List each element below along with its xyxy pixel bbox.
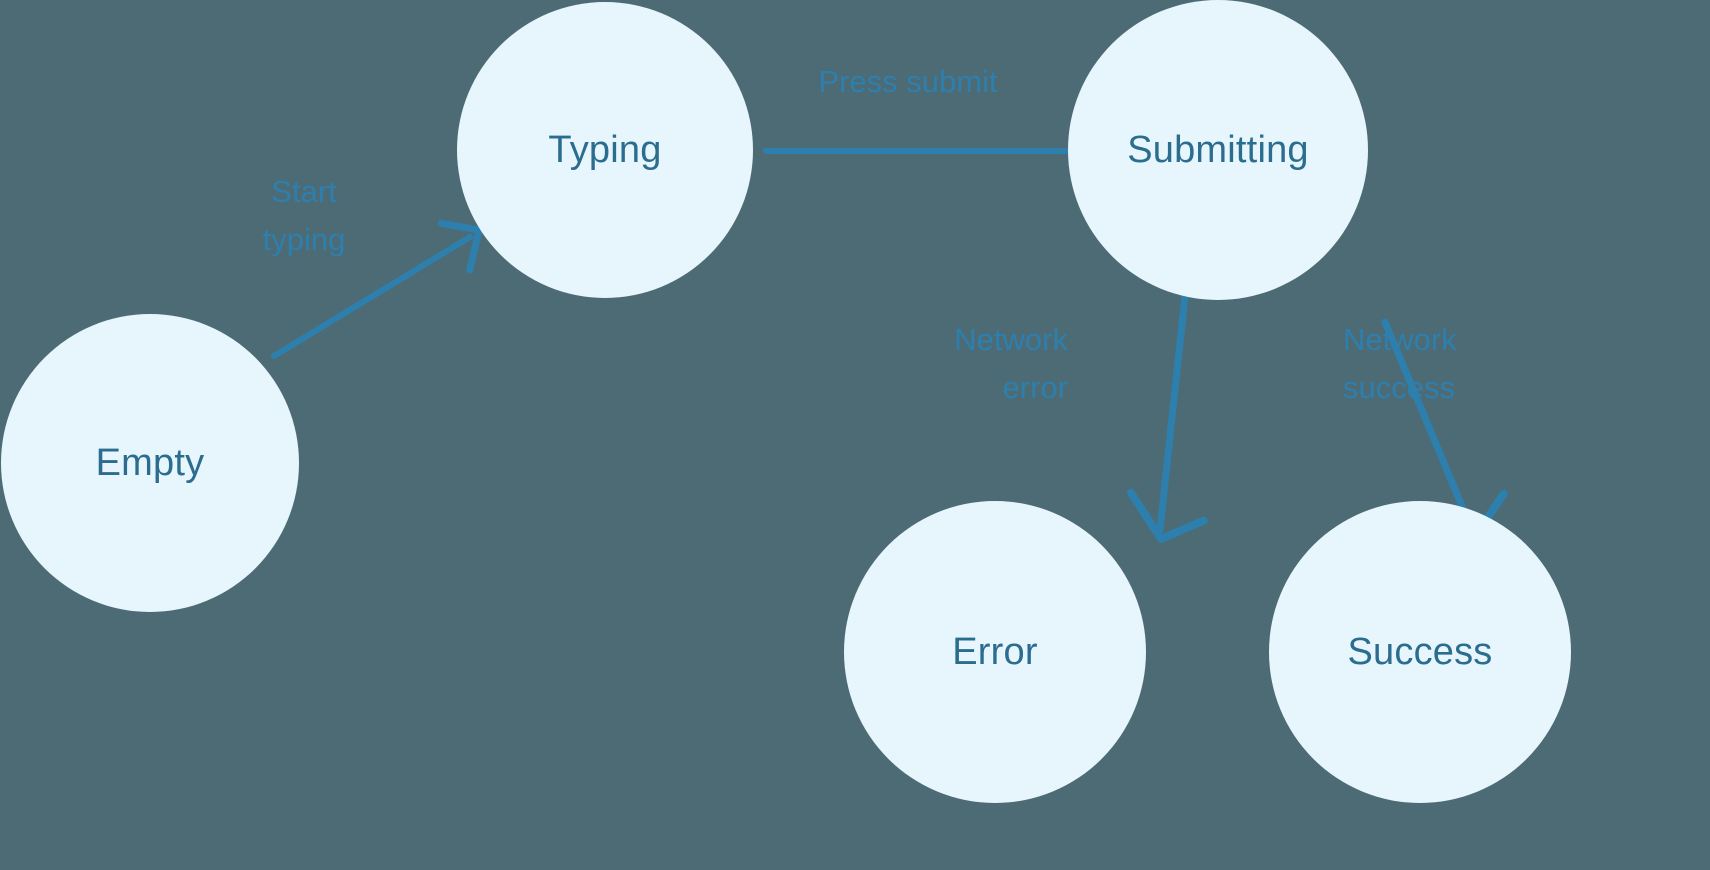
edge-label-network-error: Network error <box>954 322 1068 406</box>
edge-start-typing-arrowhead <box>438 219 483 274</box>
edge-label-press-submit: Press submit <box>818 64 998 99</box>
state-node-empty[interactable]: Empty <box>1 314 299 612</box>
edge-label-start-typing: Start typing <box>262 174 346 258</box>
edge-network-error <box>1126 292 1208 543</box>
state-node-empty-label: Empty <box>95 442 205 484</box>
edge-network-error-line <box>1156 292 1189 534</box>
state-node-submitting[interactable]: Submitting <box>1068 0 1368 300</box>
edge-label-network-success: Network success <box>1343 322 1457 406</box>
edge-network-error-arrowhead <box>1126 488 1208 543</box>
state-node-submitting-label: Submitting <box>1127 129 1309 171</box>
state-node-error[interactable]: Error <box>844 501 1146 803</box>
state-node-error-label: Error <box>952 631 1038 673</box>
state-node-typing-label: Typing <box>548 129 662 171</box>
state-node-success-label: Success <box>1347 631 1493 673</box>
state-node-success[interactable]: Success <box>1269 501 1571 803</box>
state-node-typing[interactable]: Typing <box>457 2 753 298</box>
